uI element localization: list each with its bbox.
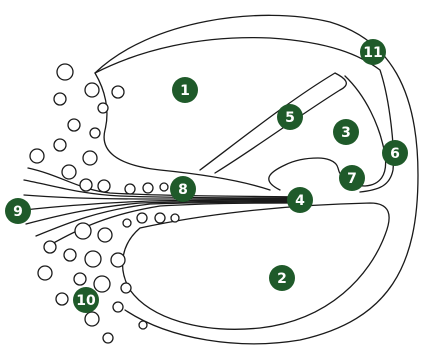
label-badge-6: 6 — [382, 140, 408, 166]
outer-capsule-outline — [94, 14, 419, 345]
label-badge-4: 4 — [287, 187, 313, 213]
inner-sac-outline — [268, 75, 387, 191]
badge-number-3: 3 — [341, 125, 351, 141]
badge-number-1: 1 — [180, 83, 190, 99]
badge-circle-9 — [5, 198, 31, 224]
label-badge-2: 2 — [269, 265, 295, 291]
badge-number-6: 6 — [390, 146, 400, 162]
label-badges: 1 2 3 4 5 6 7 8 9 10 11 — [5, 39, 408, 313]
label-badge-5: 5 — [277, 104, 303, 130]
label-badge-10: 10 — [73, 287, 99, 313]
badge-number-9: 9 — [13, 204, 23, 220]
bubble-cluster — [29, 63, 180, 344]
label-badge-3: 3 — [333, 119, 359, 145]
label-badge-7: 7 — [339, 165, 365, 191]
badge-number-8: 8 — [178, 182, 188, 198]
label-badge-8: 8 — [170, 176, 196, 202]
badge-number-7: 7 — [347, 171, 357, 187]
label-badge-1: 1 — [172, 77, 198, 103]
badge-circle-7 — [339, 165, 365, 191]
badge-circle-8 — [170, 176, 196, 202]
badge-circle-11 — [360, 39, 386, 65]
fiber-bundle-lines — [23, 167, 301, 246]
badge-circle-2 — [269, 265, 295, 291]
inner-membrane-outline — [199, 72, 347, 174]
badge-number-10: 10 — [76, 293, 96, 309]
label-badge-9: 9 — [5, 198, 31, 224]
badge-circle-5 — [277, 104, 303, 130]
badge-circle-1 — [172, 77, 198, 103]
badge-circle-4 — [287, 187, 313, 213]
badge-number-2: 2 — [277, 271, 287, 287]
badge-circle-10 — [73, 287, 99, 313]
badge-number-11: 11 — [363, 45, 382, 61]
badge-number-5: 5 — [285, 110, 295, 126]
label-badge-11: 11 — [360, 39, 386, 65]
badge-number-4: 4 — [295, 193, 305, 209]
badge-circle-3 — [333, 119, 359, 145]
badge-circle-6 — [382, 140, 408, 166]
